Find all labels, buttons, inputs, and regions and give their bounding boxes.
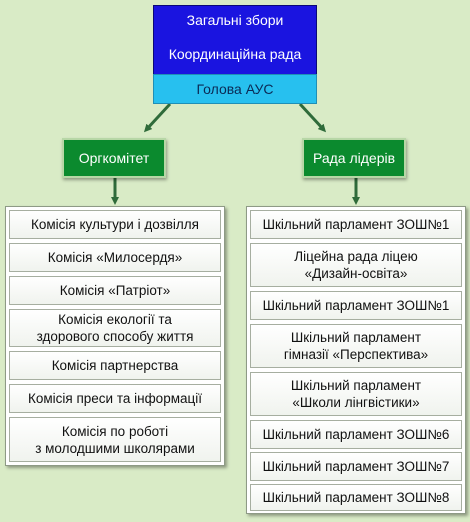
leaders-council-panel: Шкільний парламент ЗОШ№1 Ліцейна рада лі…: [246, 206, 466, 514]
parliament-item: Шкільний парламент ЗОШ№1: [250, 210, 462, 239]
arrow-to-rada-lideriv: [298, 102, 327, 133]
coordination-council-label: Координаційна рада: [168, 46, 302, 62]
general-meeting-label: Загальні збори: [186, 12, 284, 28]
parliament-item: Шкільний парламент ЗОШ№7: [250, 452, 462, 481]
arrow-to-orgkomitet: [143, 102, 172, 133]
orgkomitet-box: Оргкомітет: [62, 138, 166, 178]
parliament-item: Шкільний парламент ЗОШ№8: [250, 484, 462, 511]
parliament-item: Ліцейна рада ліцею «Дизайн-освіта»: [250, 243, 462, 287]
committees-panel: Комісія культури і дозвілля Комісія «Мил…: [5, 206, 225, 466]
committee-item: Комісія преси та інформації: [9, 384, 221, 413]
parliament-item: Шкільний парламент гімназії «Перспектива…: [250, 324, 462, 368]
parliament-item: Шкільний парламент «Школи лінгвістики»: [250, 372, 462, 416]
committee-item: Комісія «Патріот»: [9, 276, 221, 305]
rada-lideriv-box: Рада лідерів: [302, 138, 406, 178]
committee-item: Комісія «Милосердя»: [9, 243, 221, 272]
committee-item: Комісія культури і дозвілля: [9, 210, 221, 239]
committee-item: Комісія по роботі з молодшими школярами: [9, 417, 221, 462]
general-meeting-box: Загальні збори Координаційна рада: [153, 5, 317, 75]
head-box: Голова АУС: [153, 74, 317, 104]
committee-item: Комісія екології та здорового способу жи…: [9, 309, 221, 347]
committee-item: Комісія партнерства: [9, 351, 221, 380]
parliament-item: Шкільний парламент ЗОШ№6: [250, 420, 462, 449]
parliament-item: Шкільний парламент ЗОШ№1: [250, 291, 462, 320]
